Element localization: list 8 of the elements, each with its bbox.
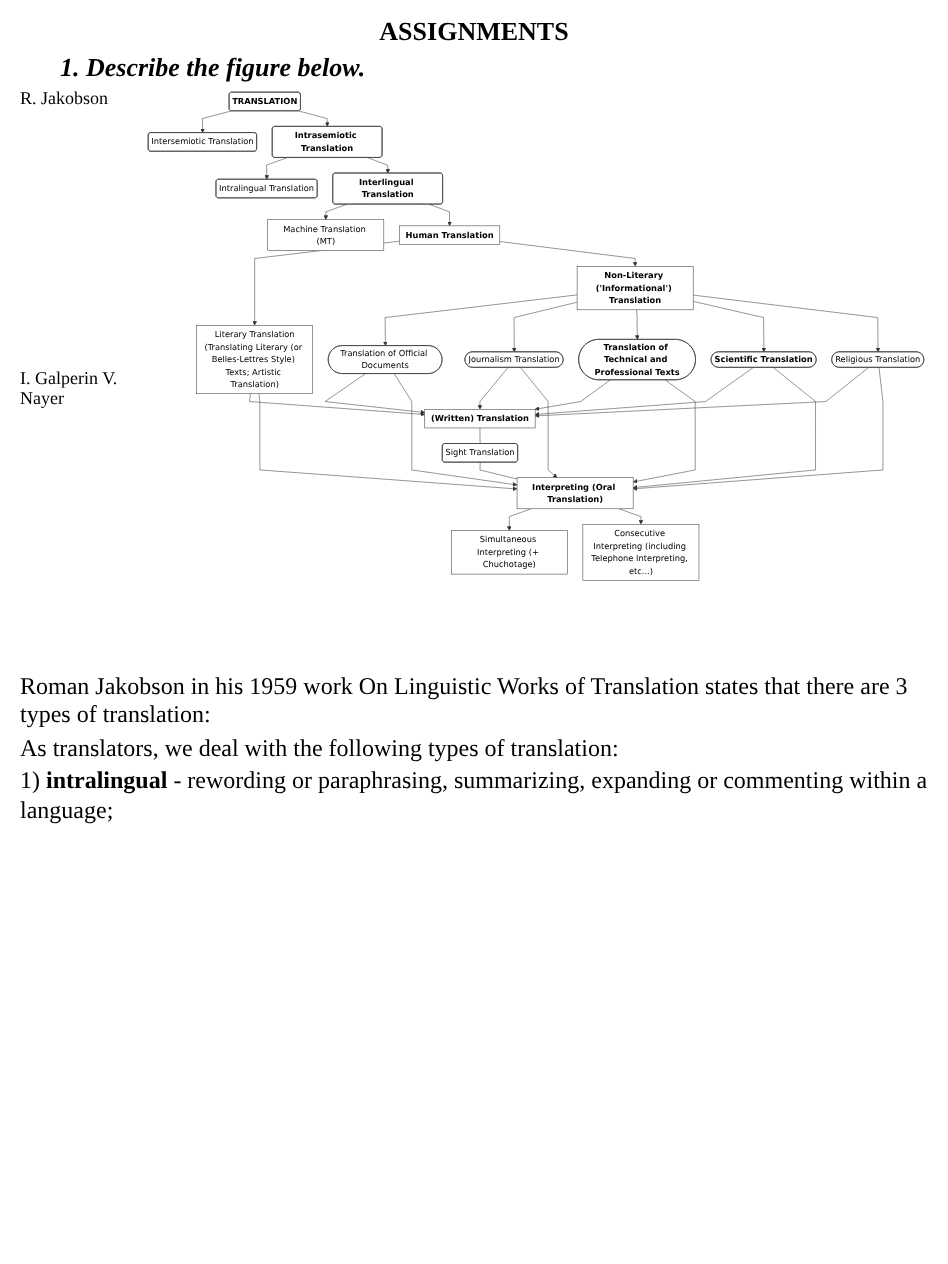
author-label: I. Galperin V. Nayer [20,368,120,408]
paragraph: 1) intralingual - rewording or paraphrasing, summarizing, expanding or commenting within a language; [20,766,928,824]
page-title: ASSIGNMENTS [377,16,571,48]
connector [479,462,518,480]
paragraph: Roman Jakobson in his 1959 work On Linguistic Works of Translation states that there are 3 types of translation: [20,672,910,730]
paragraph: As translators, we deal with the following types of translation: [20,733,621,763]
author-label: R. Jakobson [20,88,111,108]
assignment-question: 1. Describe the figure below. [60,52,368,84]
